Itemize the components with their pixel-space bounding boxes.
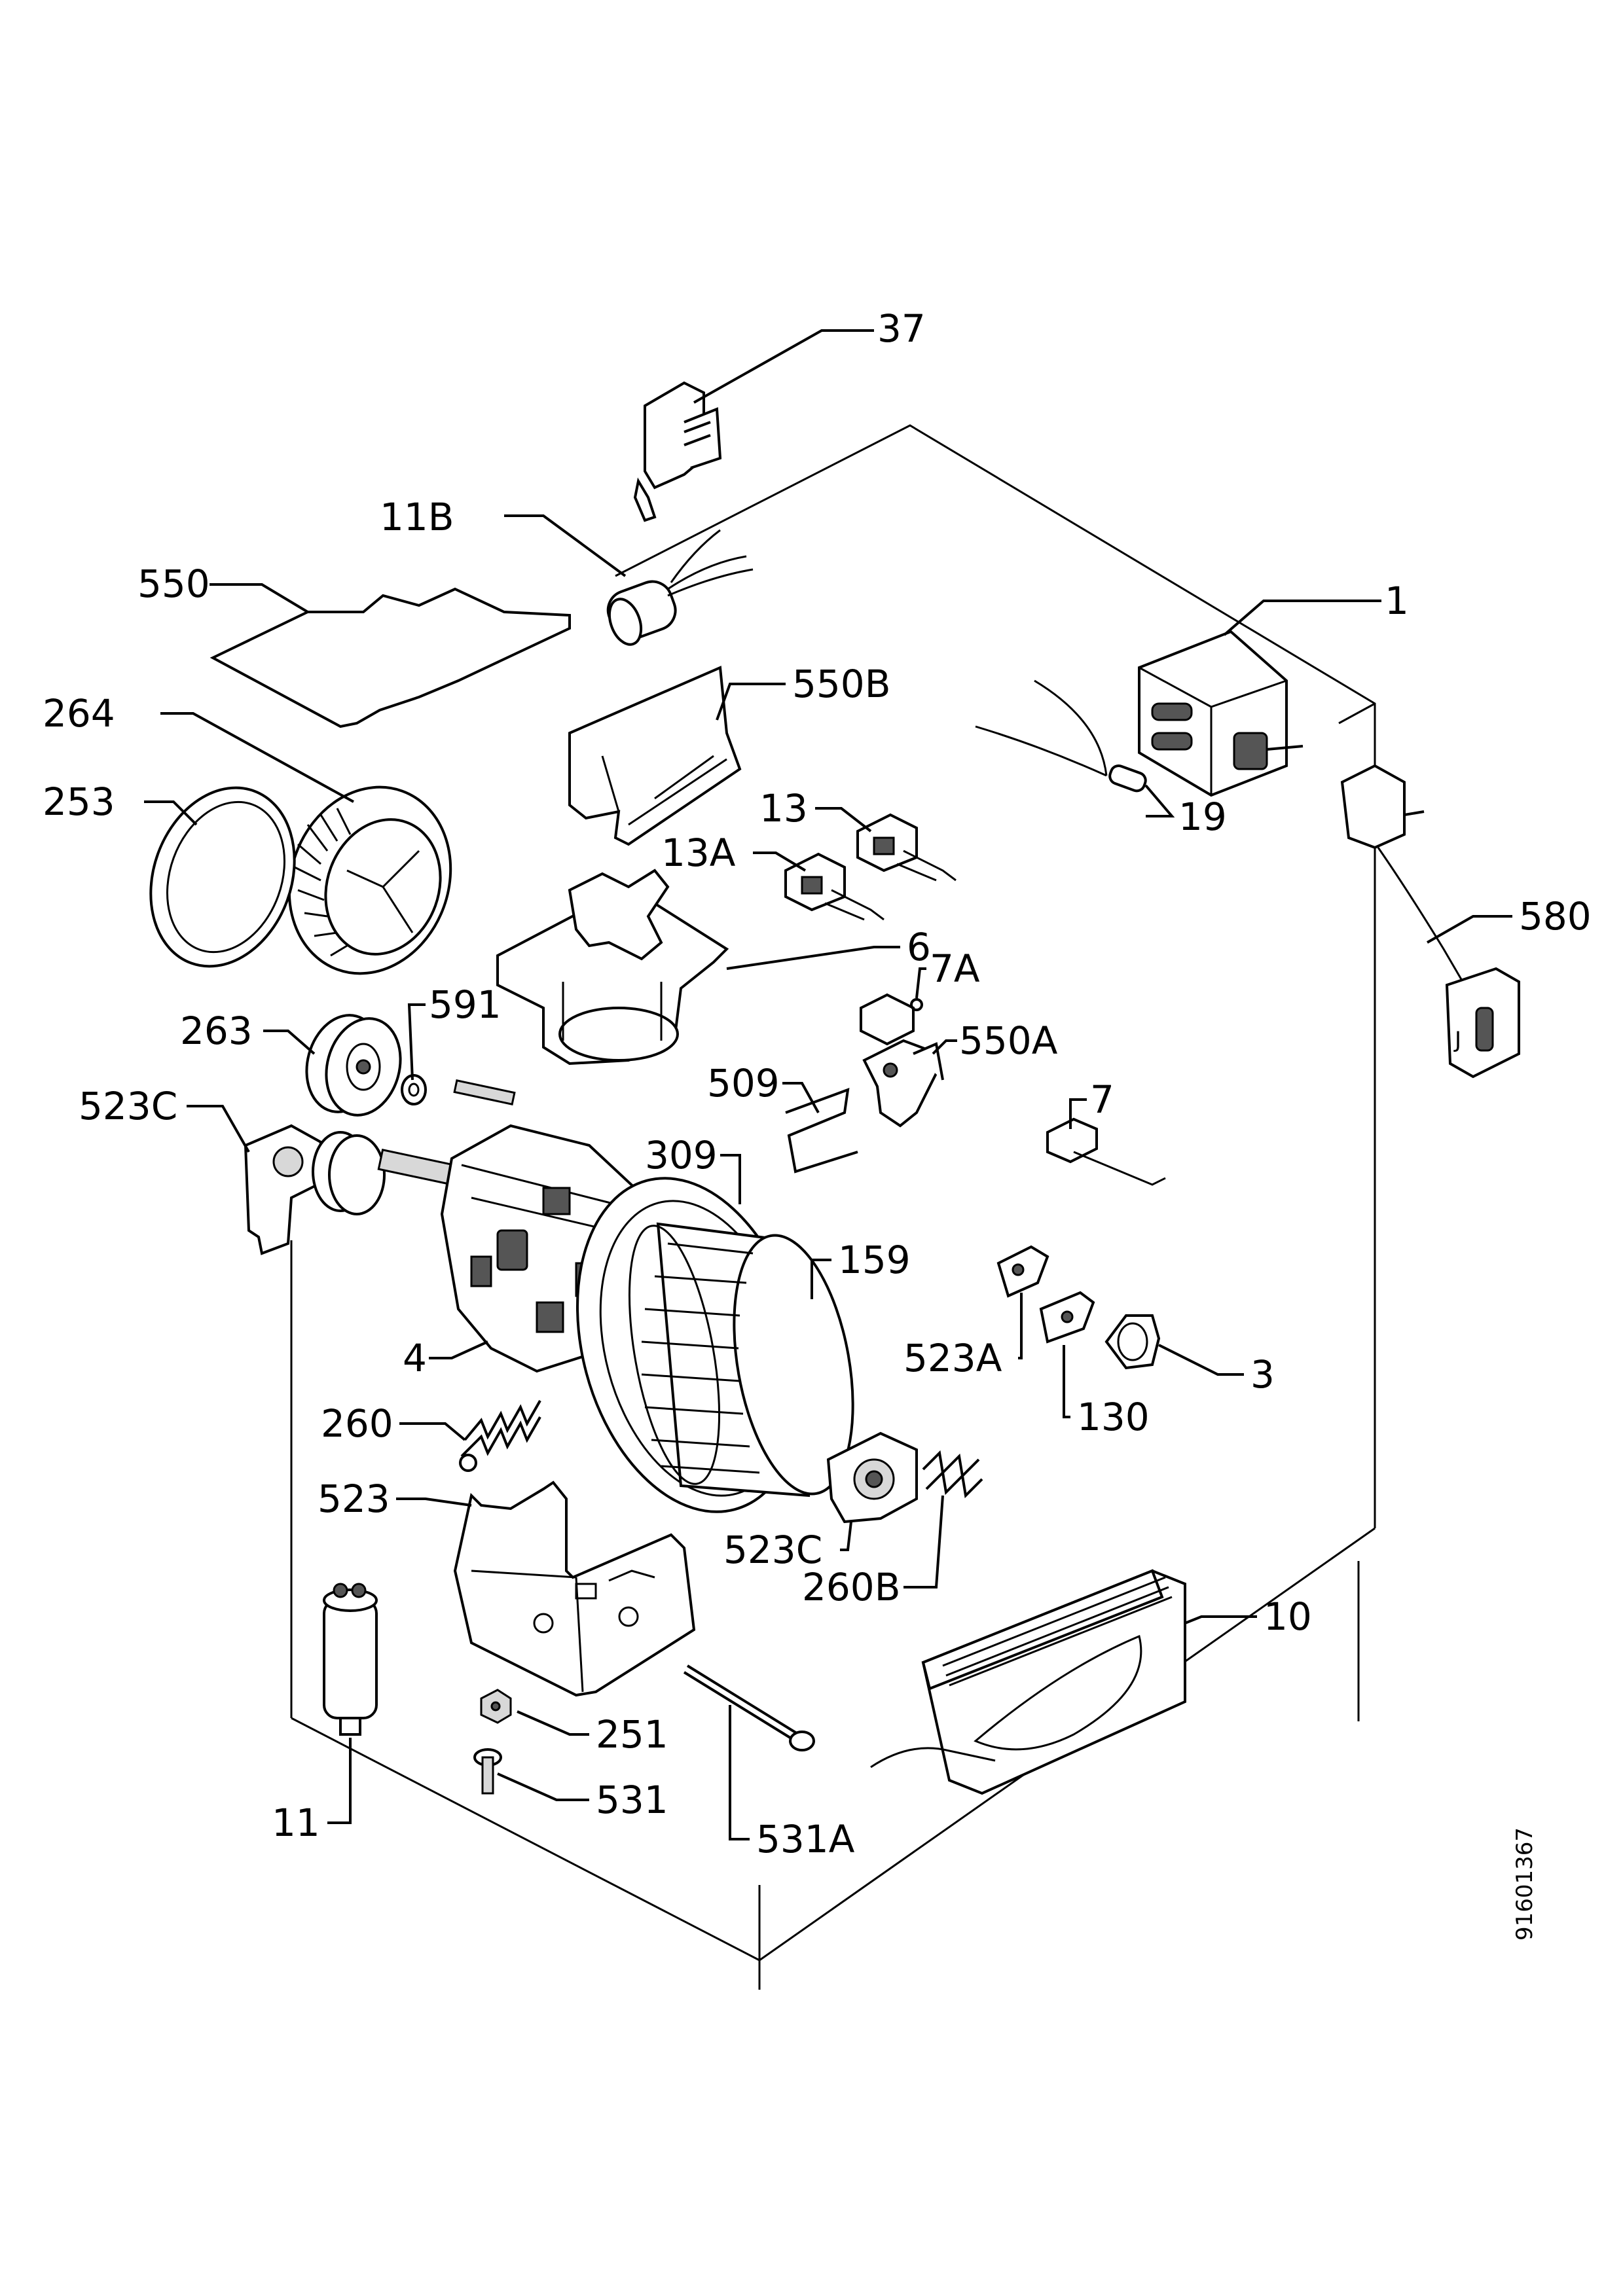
part-19-sensor — [975, 679, 1147, 793]
svg-text:J: J — [1453, 1027, 1461, 1053]
part-37-bracket — [633, 381, 722, 522]
callout-19: 19 — [1178, 795, 1227, 839]
callout-580: 580 — [1519, 894, 1592, 939]
callout-523c-left: 523C — [79, 1084, 177, 1128]
callout-130: 130 — [1077, 1395, 1150, 1439]
callout-13: 13 — [759, 786, 808, 831]
callout-13a: 13A — [661, 831, 736, 875]
callout-260b: 260B — [802, 1565, 901, 1609]
callout-523a: 523A — [903, 1336, 1002, 1380]
callout-550: 550 — [137, 562, 210, 606]
callout-labels: 37 11B 550 1 550B 264 253 19 13 13A 580 … — [43, 306, 1592, 1861]
part-7a-switch — [860, 993, 923, 1046]
part-523c-right-bracket — [826, 1431, 918, 1524]
part-7-microswitch — [1046, 1117, 1166, 1186]
callout-509: 509 — [707, 1061, 780, 1105]
callout-3: 3 — [1250, 1352, 1275, 1397]
callout-523c-right: 523C — [723, 1528, 822, 1572]
part-251-nut — [480, 1689, 512, 1724]
part-260-spring — [459, 1400, 541, 1472]
part-531a-rod — [683, 1664, 815, 1751]
part-523c-left-bracket — [244, 1124, 323, 1255]
callout-253: 253 — [43, 780, 115, 824]
callout-309: 309 — [645, 1133, 718, 1177]
callout-4: 4 — [403, 1336, 427, 1380]
part-550a-bracket — [862, 1039, 944, 1128]
callout-260: 260 — [321, 1401, 393, 1446]
callout-531: 531 — [596, 1778, 668, 1822]
callout-263: 263 — [180, 1009, 253, 1053]
part-3-thermostat — [1104, 1314, 1161, 1370]
part-509-clip — [785, 1087, 858, 1174]
part-253-belt — [149, 786, 296, 968]
callout-251: 251 — [596, 1712, 668, 1757]
part-159-drum-fan — [628, 1222, 854, 1498]
part-6-blower-housing — [496, 869, 729, 1066]
motor-pulley-shaft — [312, 1079, 516, 1215]
part-260b-spring — [922, 1450, 983, 1499]
callout-531a: 531A — [756, 1817, 855, 1861]
part-580-door-switch: J — [1340, 764, 1520, 1079]
part-13-connector — [856, 813, 957, 882]
callout-550b: 550B — [792, 662, 891, 706]
leader-lines — [144, 329, 1512, 1840]
part-130-clip — [1039, 1291, 1095, 1344]
callout-1: 1 — [1385, 579, 1409, 623]
part-550-gasket — [210, 587, 571, 728]
callout-591: 591 — [429, 982, 501, 1027]
callout-7: 7 — [1090, 1077, 1114, 1122]
part-264-fan-wheel — [287, 785, 452, 975]
part-10-heater — [870, 1569, 1186, 1795]
part-1-timer — [1138, 630, 1304, 797]
part-11b-capacitor — [606, 529, 754, 646]
callout-10: 10 — [1264, 1594, 1312, 1639]
callout-6: 6 — [907, 925, 931, 969]
callout-7a: 7A — [930, 946, 980, 991]
callout-11: 11 — [272, 1801, 320, 1845]
callout-37: 37 — [877, 306, 926, 351]
callout-264: 264 — [43, 691, 115, 736]
callout-523: 523 — [318, 1477, 390, 1521]
part-531-bolt — [473, 1748, 502, 1795]
callout-159: 159 — [838, 1238, 911, 1282]
document-id: 91601367 — [1512, 1827, 1538, 1941]
callout-11b: 11B — [380, 495, 454, 539]
part-591-washer — [401, 1074, 427, 1105]
callout-550a: 550A — [959, 1018, 1058, 1063]
part-11-capacitor — [323, 1583, 378, 1736]
part-263-pulley — [305, 1014, 402, 1117]
part-550b-duct — [568, 666, 742, 846]
part-523a-clip — [996, 1245, 1049, 1298]
part-523-cradle — [453, 1480, 696, 1697]
